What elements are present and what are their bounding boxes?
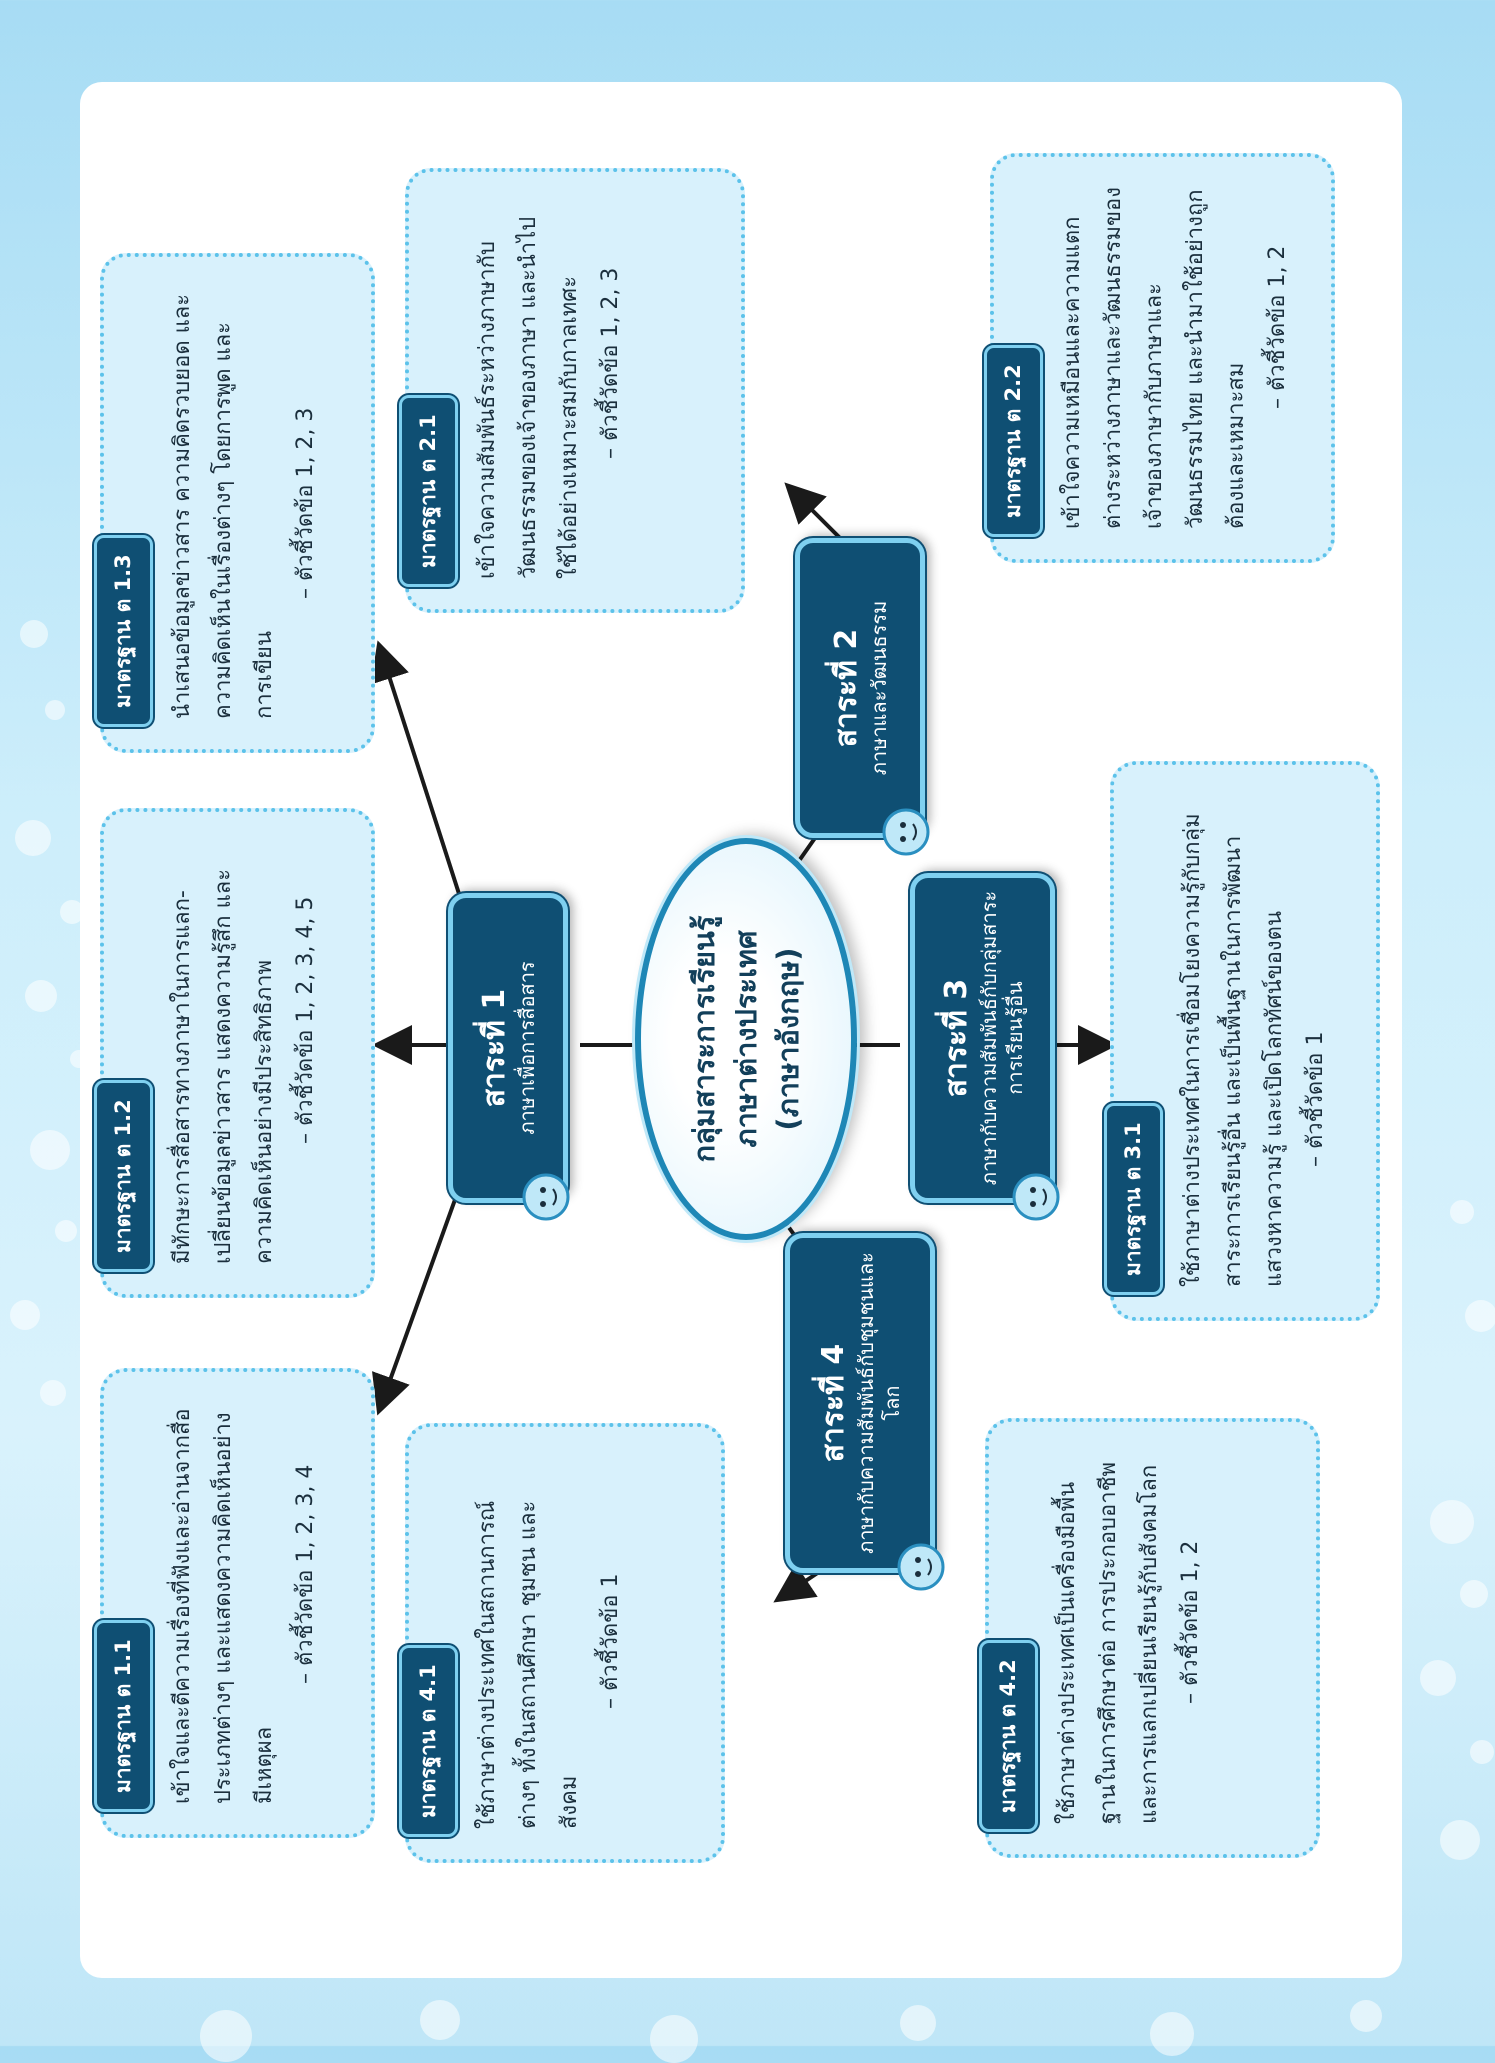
standard-t3-1-badge: มาตรฐาน ต 3.1 — [1104, 1103, 1163, 1295]
bubble-decoration — [900, 2005, 936, 2041]
standard-t1-1-badge: มาตรฐาน ต 1.1 — [94, 1620, 153, 1812]
standard-t2-2-badge: มาตรฐาน ต 2.2 — [984, 345, 1043, 537]
bubble-decoration — [30, 1130, 70, 1170]
standard-t2-1-badge: มาตรฐาน ต 2.1 — [399, 395, 458, 587]
standard-t1-2-box: มาตรฐาน ต 1.2 มีทักษะการสื่อสารทางภาษาใน… — [94, 808, 375, 1298]
bubble-decoration — [1465, 1300, 1495, 1332]
mind-map: กลุ่มสาระการเรียนรู้ ภาษาต่างประเทศ (ภาษ… — [80, 82, 1402, 1978]
standard-t4-2-box: มาตรฐาน ต 4.2 ใช้ภาษาต่างประเทศเป็นเครื่… — [979, 1418, 1320, 1858]
standard-t1-1-text: เข้าใจและตีความเรื่องที่ฟังและอ่านจากสื่… — [170, 1408, 277, 1804]
strand-1-title: สาระที่ 1 — [477, 988, 512, 1108]
strand-3-node: สาระที่ 3 ภาษากับความสัมพันธ์กับกลุ่มสาร… — [910, 873, 1055, 1203]
bubble-decoration — [200, 2010, 252, 2062]
center-line-2: ภาษาต่างประเทศ — [729, 930, 763, 1148]
bubble-decoration — [1350, 2000, 1382, 2032]
standard-t4-1-text: ใช้ภาษาต่างประเทศในสถานการณ์ต่างๆ ทั้งใน… — [475, 1500, 582, 1829]
standard-t2-1-indicators: – ตัวชี้วัดข้อ 1, 2, 3 — [598, 267, 623, 459]
mascot-icon — [1012, 1173, 1060, 1221]
bubble-decoration — [650, 2015, 698, 2063]
center-line-3: (ภาษาอังกฤษ) — [771, 947, 805, 1131]
bubble-decoration — [45, 700, 65, 720]
standard-t1-3-box: มาตรฐาน ต 1.3 นำเสนอข้อมูลข่าวสาร ความคิ… — [94, 253, 375, 753]
standard-t3-1-indicators: – ตัวชี้วัดข้อ 1 — [1303, 1031, 1328, 1167]
center-line-1: กลุ่มสาระการเรียนรู้ — [687, 915, 721, 1163]
strand-1-subtitle: ภาษาเพื่อการสื่อสาร — [515, 961, 539, 1135]
strand-3-subtitle: ภาษากับความสัมพันธ์กับกลุ่มสาระการเรียนร… — [976, 890, 1027, 1186]
strand-4-subtitle: ภาษากับความสัมพันธ์กับชุมชนและโลก — [854, 1252, 904, 1554]
standard-t1-3-badge: มาตรฐาน ต 1.3 — [94, 535, 153, 727]
standard-t4-1-box: มาตรฐาน ต 4.1 ใช้ภาษาต่างประเทศในสถานการ… — [399, 1423, 725, 1863]
strand-2-title: สาระที่ 2 — [829, 628, 864, 748]
standard-t1-2-indicators: – ตัวชี้วัดข้อ 1, 2, 3, 4, 5 — [293, 896, 318, 1144]
bubble-decoration — [15, 820, 51, 856]
bubble-decoration — [25, 980, 57, 1012]
mascot-icon — [522, 1173, 570, 1221]
bubble-decoration — [20, 620, 48, 648]
standard-t2-1-box: มาตรฐาน ต 2.1 เข้าใจความสัมพันธ์ระหว่างภ… — [399, 168, 745, 613]
standard-t2-1-text: เข้าใจความสัมพันธ์ระหว่างภาษากับวัฒนธรรม… — [475, 216, 582, 579]
standard-t1-2-badge: มาตรฐาน ต 1.2 — [94, 1080, 153, 1272]
standard-t4-2-badge: มาตรฐาน ต 4.2 — [979, 1640, 1038, 1832]
mascot-icon — [897, 1543, 945, 1591]
bubble-decoration — [1150, 2012, 1194, 2056]
strand-3-title: สาระที่ 3 — [938, 978, 974, 1098]
bubble-decoration — [1440, 1820, 1480, 1860]
bubble-decoration — [1470, 1740, 1494, 1764]
strand-4-title: สาระที่ 4 — [816, 1343, 851, 1463]
bubble-decoration — [1430, 1500, 1474, 1544]
standard-t1-3-indicators: – ตัวชี้วัดข้อ 1, 2, 3 — [293, 407, 318, 599]
strand-2-subtitle: ภาษาและวัฒนธรรม — [867, 600, 891, 776]
standard-t1-3-text: นำเสนอข้อมูลข่าวสาร ความคิดรวบยอด และควา… — [170, 293, 277, 719]
arrow-s1-t1-3 — [370, 640, 472, 929]
standard-t2-2-box: มาตรฐาน ต 2.2 เข้าใจความเหมือนและความแตก… — [984, 153, 1335, 563]
bubble-decoration — [1420, 1660, 1456, 1696]
standard-t3-1-box: มาตรฐาน ต 3.1 ใช้ภาษาต่างประเทศในการเชื่… — [1104, 761, 1380, 1321]
strand-4-node: สาระที่ 4 ภาษากับความสัมพันธ์กับชุมชนและ… — [785, 1233, 935, 1573]
standard-t4-1-indicators: – ตัวชี้วัดข้อ 1 — [598, 1573, 623, 1709]
strand-1-node: สาระที่ 1 ภาษาเพื่อการสื่อสาร — [448, 893, 568, 1203]
bubble-decoration — [420, 2000, 460, 2040]
standard-t4-1-badge: มาตรฐาน ต 4.1 — [399, 1645, 458, 1837]
center-node: กลุ่มสาระการเรียนรู้ ภาษาต่างประเทศ (ภาษ… — [635, 838, 857, 1240]
bubble-decoration — [10, 1300, 40, 1330]
standard-t1-1-indicators: – ตัวชี้วัดข้อ 1, 2, 3, 4 — [293, 1464, 318, 1684]
standard-t2-2-indicators: – ตัวชี้วัดข้อ 1, 2 — [1265, 245, 1290, 409]
mascot-icon — [882, 808, 930, 856]
bubble-decoration — [55, 1220, 77, 1242]
standard-t2-2-text: เข้าใจความเหมือนและความแตกต่างระหว่างภาษ… — [1060, 187, 1249, 529]
bubble-decoration — [40, 1380, 66, 1406]
standard-t4-2-indicators: – ตัวชี้วัดข้อ 1, 2 — [1178, 1540, 1203, 1704]
standard-t3-1-text: ใช้ภาษาต่างประเทศในการเชื่อมโยงความรู้กั… — [1180, 813, 1287, 1287]
strand-2-node: สาระที่ 2 ภาษาและวัฒนธรรม — [795, 538, 925, 838]
standard-t1-1-box: มาตรฐาน ต 1.1 เข้าใจและตีความเรื่องที่ฟั… — [94, 1368, 375, 1838]
bubble-decoration — [1450, 1200, 1474, 1224]
standard-t1-2-text: มีทักษะการสื่อสารทางภาษาในการแลก-เปลี่ยน… — [170, 868, 277, 1264]
bubble-decoration — [1460, 1580, 1488, 1608]
standard-t4-2-text: ใช้ภาษาต่างประเทศเป็นเครื่องมือพื้นฐานใน… — [1055, 1461, 1162, 1824]
